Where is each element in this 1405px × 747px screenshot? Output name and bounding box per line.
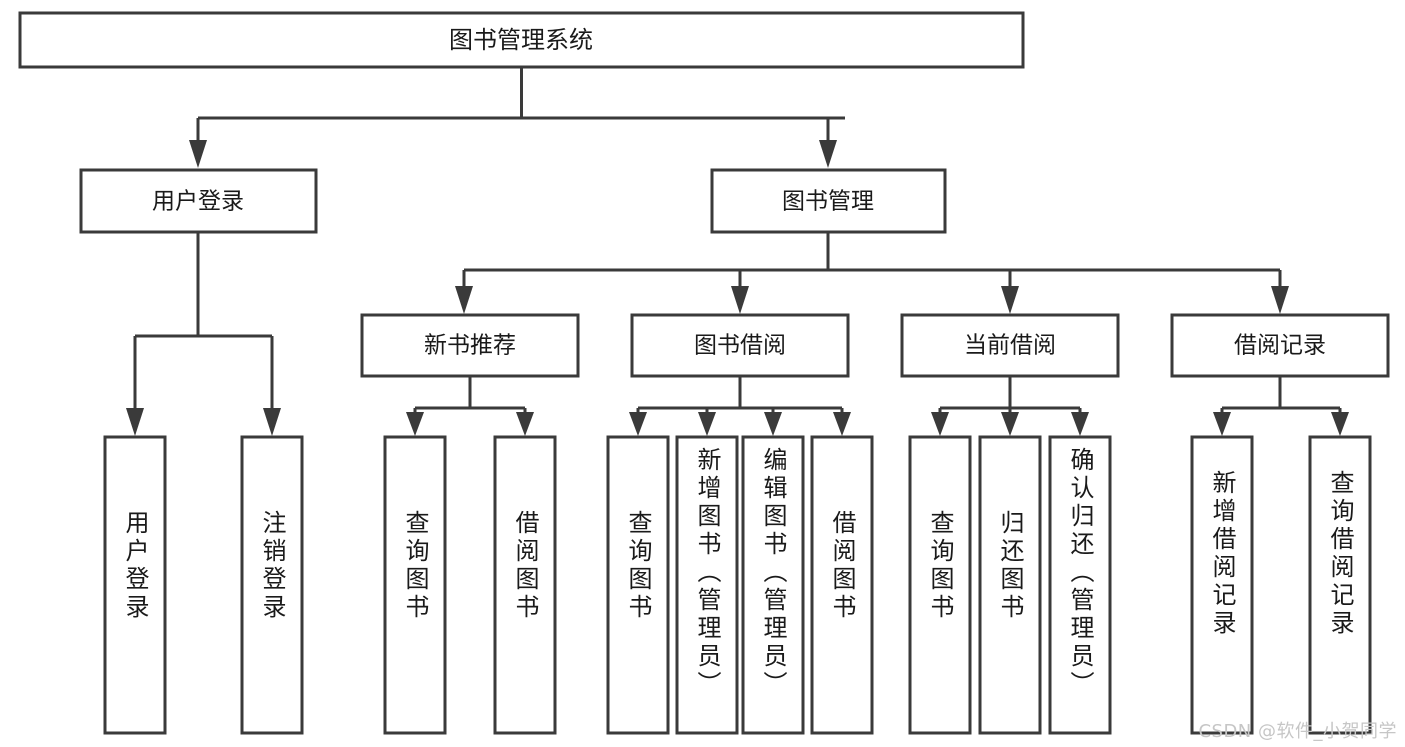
connector-group-new-book-rec [406, 376, 534, 436]
arrow-head-leaf-query-book-1 [406, 412, 424, 436]
connector-group-root [189, 67, 845, 168]
leaf-box-group [103, 435, 1372, 735]
csdn-watermark: CSDN @软件_小贺同学 [1198, 721, 1397, 742]
node-current-borrow-box[interactable] [900, 313, 1120, 378]
node-leaf-query-book-3-box[interactable] [908, 435, 972, 735]
arrow-head-new-book-rec [455, 286, 473, 314]
arrow-head-borrow-record [1271, 286, 1289, 314]
arrow-head-leaf-query-record [1331, 412, 1349, 436]
connector-group-current-borrow [931, 376, 1089, 436]
arrow-head-leaf-query-book-3 [931, 412, 949, 436]
arrow-head-user-login [189, 140, 207, 168]
node-leaf-query-book-2-box[interactable] [606, 435, 670, 735]
node-leaf-user-login-box[interactable] [103, 435, 167, 735]
node-root-label: 图书管理系统 [449, 26, 593, 54]
node-borrow-record-label: 借阅记录 [1234, 333, 1326, 359]
arrow-head-leaf-add-record [1213, 412, 1231, 436]
arrow-head-book-borrow [731, 286, 749, 314]
node-book-borrow[interactable]: 图书借阅 [630, 313, 850, 378]
node-leaf-confirm-return-box[interactable] [1048, 435, 1112, 735]
arrow-head-leaf-borrow-book-1 [516, 412, 534, 436]
connector-group-book-manage [455, 232, 1289, 314]
node-book-manage-box[interactable] [710, 168, 947, 234]
node-borrow-record-box[interactable] [1170, 313, 1390, 378]
node-current-borrow-label: 当前借阅 [964, 333, 1056, 359]
node-new-book-rec[interactable]: 新书推荐 [360, 313, 580, 378]
node-root-box[interactable] [18, 11, 1025, 69]
node-leaf-borrow-book-1-box[interactable] [493, 435, 557, 735]
node-leaf-query-record-box[interactable] [1308, 435, 1372, 735]
node-leaf-edit-book-box[interactable] [741, 435, 805, 735]
node-current-borrow[interactable]: 当前借阅 [900, 313, 1120, 378]
node-leaf-add-record-box[interactable] [1190, 435, 1254, 735]
node-new-book-rec-label: 新书推荐 [424, 333, 516, 359]
node-book-borrow-label: 图书借阅 [694, 333, 786, 359]
node-leaf-return-book-box[interactable] [978, 435, 1042, 735]
node-user-login[interactable]: 用户登录 [79, 168, 318, 234]
node-borrow-record[interactable]: 借阅记录 [1170, 313, 1390, 378]
connector-group-book-borrow [629, 376, 851, 436]
node-book-manage-label: 图书管理 [782, 189, 874, 215]
arrow-head-leaf-confirm-return [1071, 412, 1089, 436]
arrow-head-current-borrow [1001, 286, 1019, 314]
arrow-head-leaf-query-book-2 [629, 412, 647, 436]
arrow-head-leaf-return-book [1001, 412, 1019, 436]
node-leaf-borrow-book-2-box[interactable] [810, 435, 874, 735]
node-leaf-user-logout-box[interactable] [240, 435, 304, 735]
arrow-head-leaf-borrow-book-2 [833, 412, 851, 436]
arrow-head-leaf-add-book [698, 412, 716, 436]
arrow-head-leaf-user-login [126, 408, 144, 436]
node-leaf-add-book-box[interactable] [675, 435, 739, 735]
node-new-book-rec-box[interactable] [360, 313, 580, 378]
node-user-login-label: 用户登录 [152, 189, 244, 215]
arrow-head-leaf-edit-book [764, 412, 782, 436]
node-root[interactable]: 图书管理系统 [18, 11, 1025, 69]
node-leaf-query-book-1-box[interactable] [383, 435, 447, 735]
node-user-login-box[interactable] [79, 168, 318, 234]
arrow-head-leaf-user-logout [263, 408, 281, 436]
node-book-manage[interactable]: 图书管理 [710, 168, 947, 234]
connector-group-user-login [126, 232, 281, 436]
arrow-head-book-manage [819, 140, 837, 168]
connector-group-borrow-record [1213, 376, 1349, 436]
node-book-borrow-box[interactable] [630, 313, 850, 378]
